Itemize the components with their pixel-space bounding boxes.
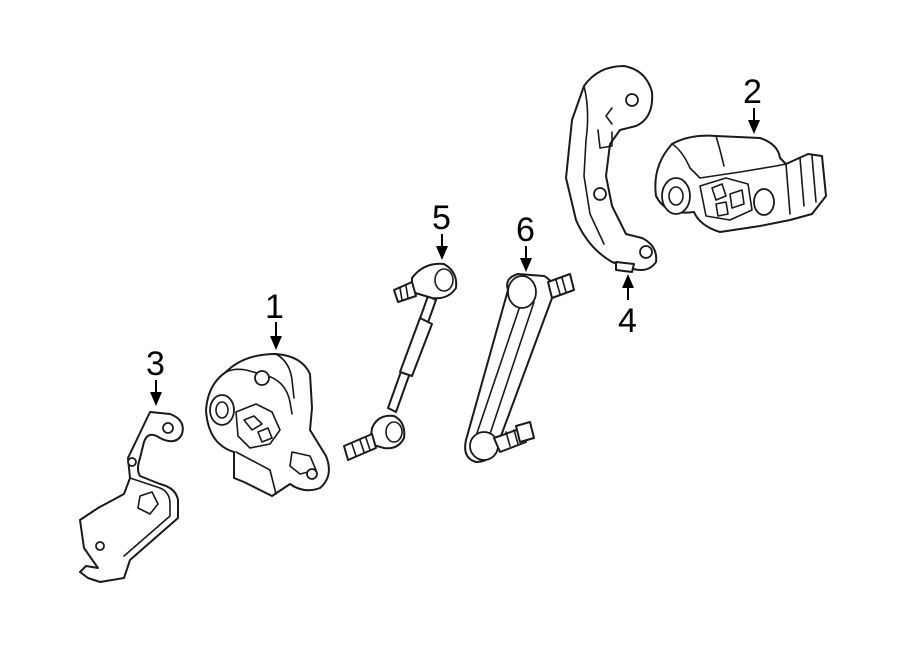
callout-6-arrowhead — [520, 258, 532, 272]
callout-1-label: 1 — [265, 288, 284, 326]
part-6-link-rod — [464, 273, 575, 463]
callout-5-arrowhead — [436, 246, 448, 260]
callout-2: 2 — [743, 73, 762, 134]
callout-3-label: 3 — [146, 345, 165, 383]
part-5-link-rod — [343, 262, 458, 461]
callout-6: 6 — [516, 211, 535, 272]
callout-4-label: 4 — [618, 302, 637, 340]
callout-2-label: 2 — [743, 73, 762, 111]
part-3-bracket — [79, 411, 184, 583]
callout-4-arrowhead — [622, 274, 634, 288]
callout-1: 1 — [265, 288, 284, 350]
part-1-level-sensor — [205, 353, 330, 497]
callout-3: 3 — [146, 345, 165, 406]
callout-3-arrowhead — [150, 392, 162, 406]
callout-4: 4 — [618, 274, 637, 340]
part-4-bracket — [565, 65, 658, 273]
callout-5-label: 5 — [432, 199, 451, 237]
callout-5: 5 — [432, 199, 451, 260]
callout-1-arrowhead — [270, 336, 282, 350]
callout-6-label: 6 — [516, 211, 535, 249]
callout-2-arrowhead — [748, 120, 760, 134]
part-2-level-sensor — [654, 134, 827, 233]
